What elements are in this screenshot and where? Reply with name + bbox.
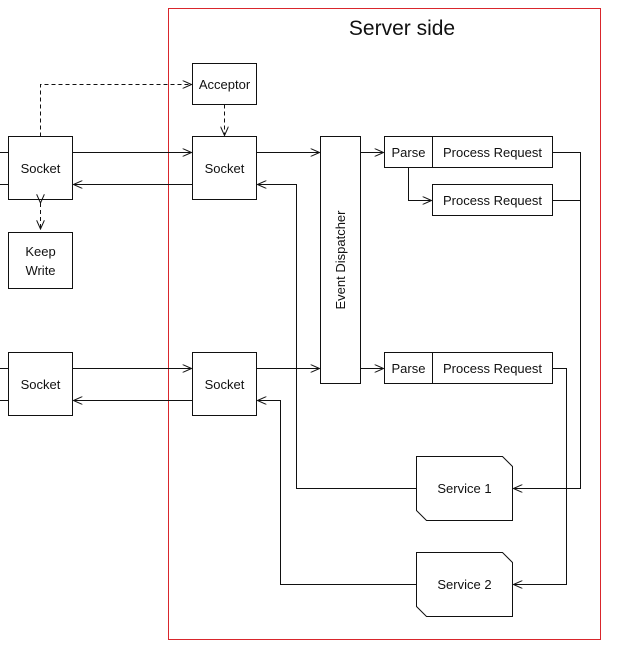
process-request-box-3: Process Request xyxy=(432,352,553,384)
svg-text:Socket: Socket xyxy=(205,161,245,176)
parse-box-1: Parse xyxy=(384,136,433,168)
service-1-box: Service 1 xyxy=(416,456,513,521)
server-side-boundary xyxy=(168,8,601,640)
server-socket-bottom: Socket xyxy=(192,352,257,416)
dashed-client-to-acceptor xyxy=(40,85,192,137)
svg-text:Process Request: Process Request xyxy=(443,193,542,208)
server-side-title: Server side xyxy=(349,17,455,40)
keep-write-box: Keep Write xyxy=(8,232,73,289)
edge-parse-to-process-request-2 xyxy=(408,167,432,201)
event-dispatcher-box: Event Dispatcher xyxy=(320,136,361,384)
client-socket-top: Socket xyxy=(8,136,73,200)
process-request-box-1: Process Request xyxy=(432,136,553,168)
svg-text:Acceptor: Acceptor xyxy=(199,77,251,92)
client-socket-bottom: Socket xyxy=(8,352,73,416)
svg-text:Parse: Parse xyxy=(392,145,426,160)
service-2-box: Service 2 xyxy=(416,552,513,617)
acceptor-box: Acceptor xyxy=(192,63,257,105)
svg-text:Socket: Socket xyxy=(21,161,61,176)
edge-service-2-to-socket-bottom xyxy=(258,401,417,585)
edge-service-1-to-socket-top xyxy=(258,185,417,489)
svg-text:Service 2: Service 2 xyxy=(437,577,491,592)
svg-text:Socket: Socket xyxy=(205,377,245,392)
svg-text:Service 1: Service 1 xyxy=(437,481,491,496)
process-request-box-2: Process Request xyxy=(432,184,553,216)
edge-process-request-3-to-service-2 xyxy=(514,368,567,585)
svg-text:Socket: Socket xyxy=(21,377,61,392)
server-socket-top: Socket xyxy=(192,136,257,200)
keep-write-line-1: Keep xyxy=(25,244,55,259)
svg-text:Parse: Parse xyxy=(392,361,426,376)
svg-text:Event Dispatcher: Event Dispatcher xyxy=(333,210,348,310)
svg-text:Process Request: Process Request xyxy=(443,361,542,376)
svg-text:Process Request: Process Request xyxy=(443,145,542,160)
keep-write-line-2: Write xyxy=(25,263,55,278)
parse-box-2: Parse xyxy=(384,352,433,384)
edge-process-request-1-to-service-1 xyxy=(514,152,581,489)
